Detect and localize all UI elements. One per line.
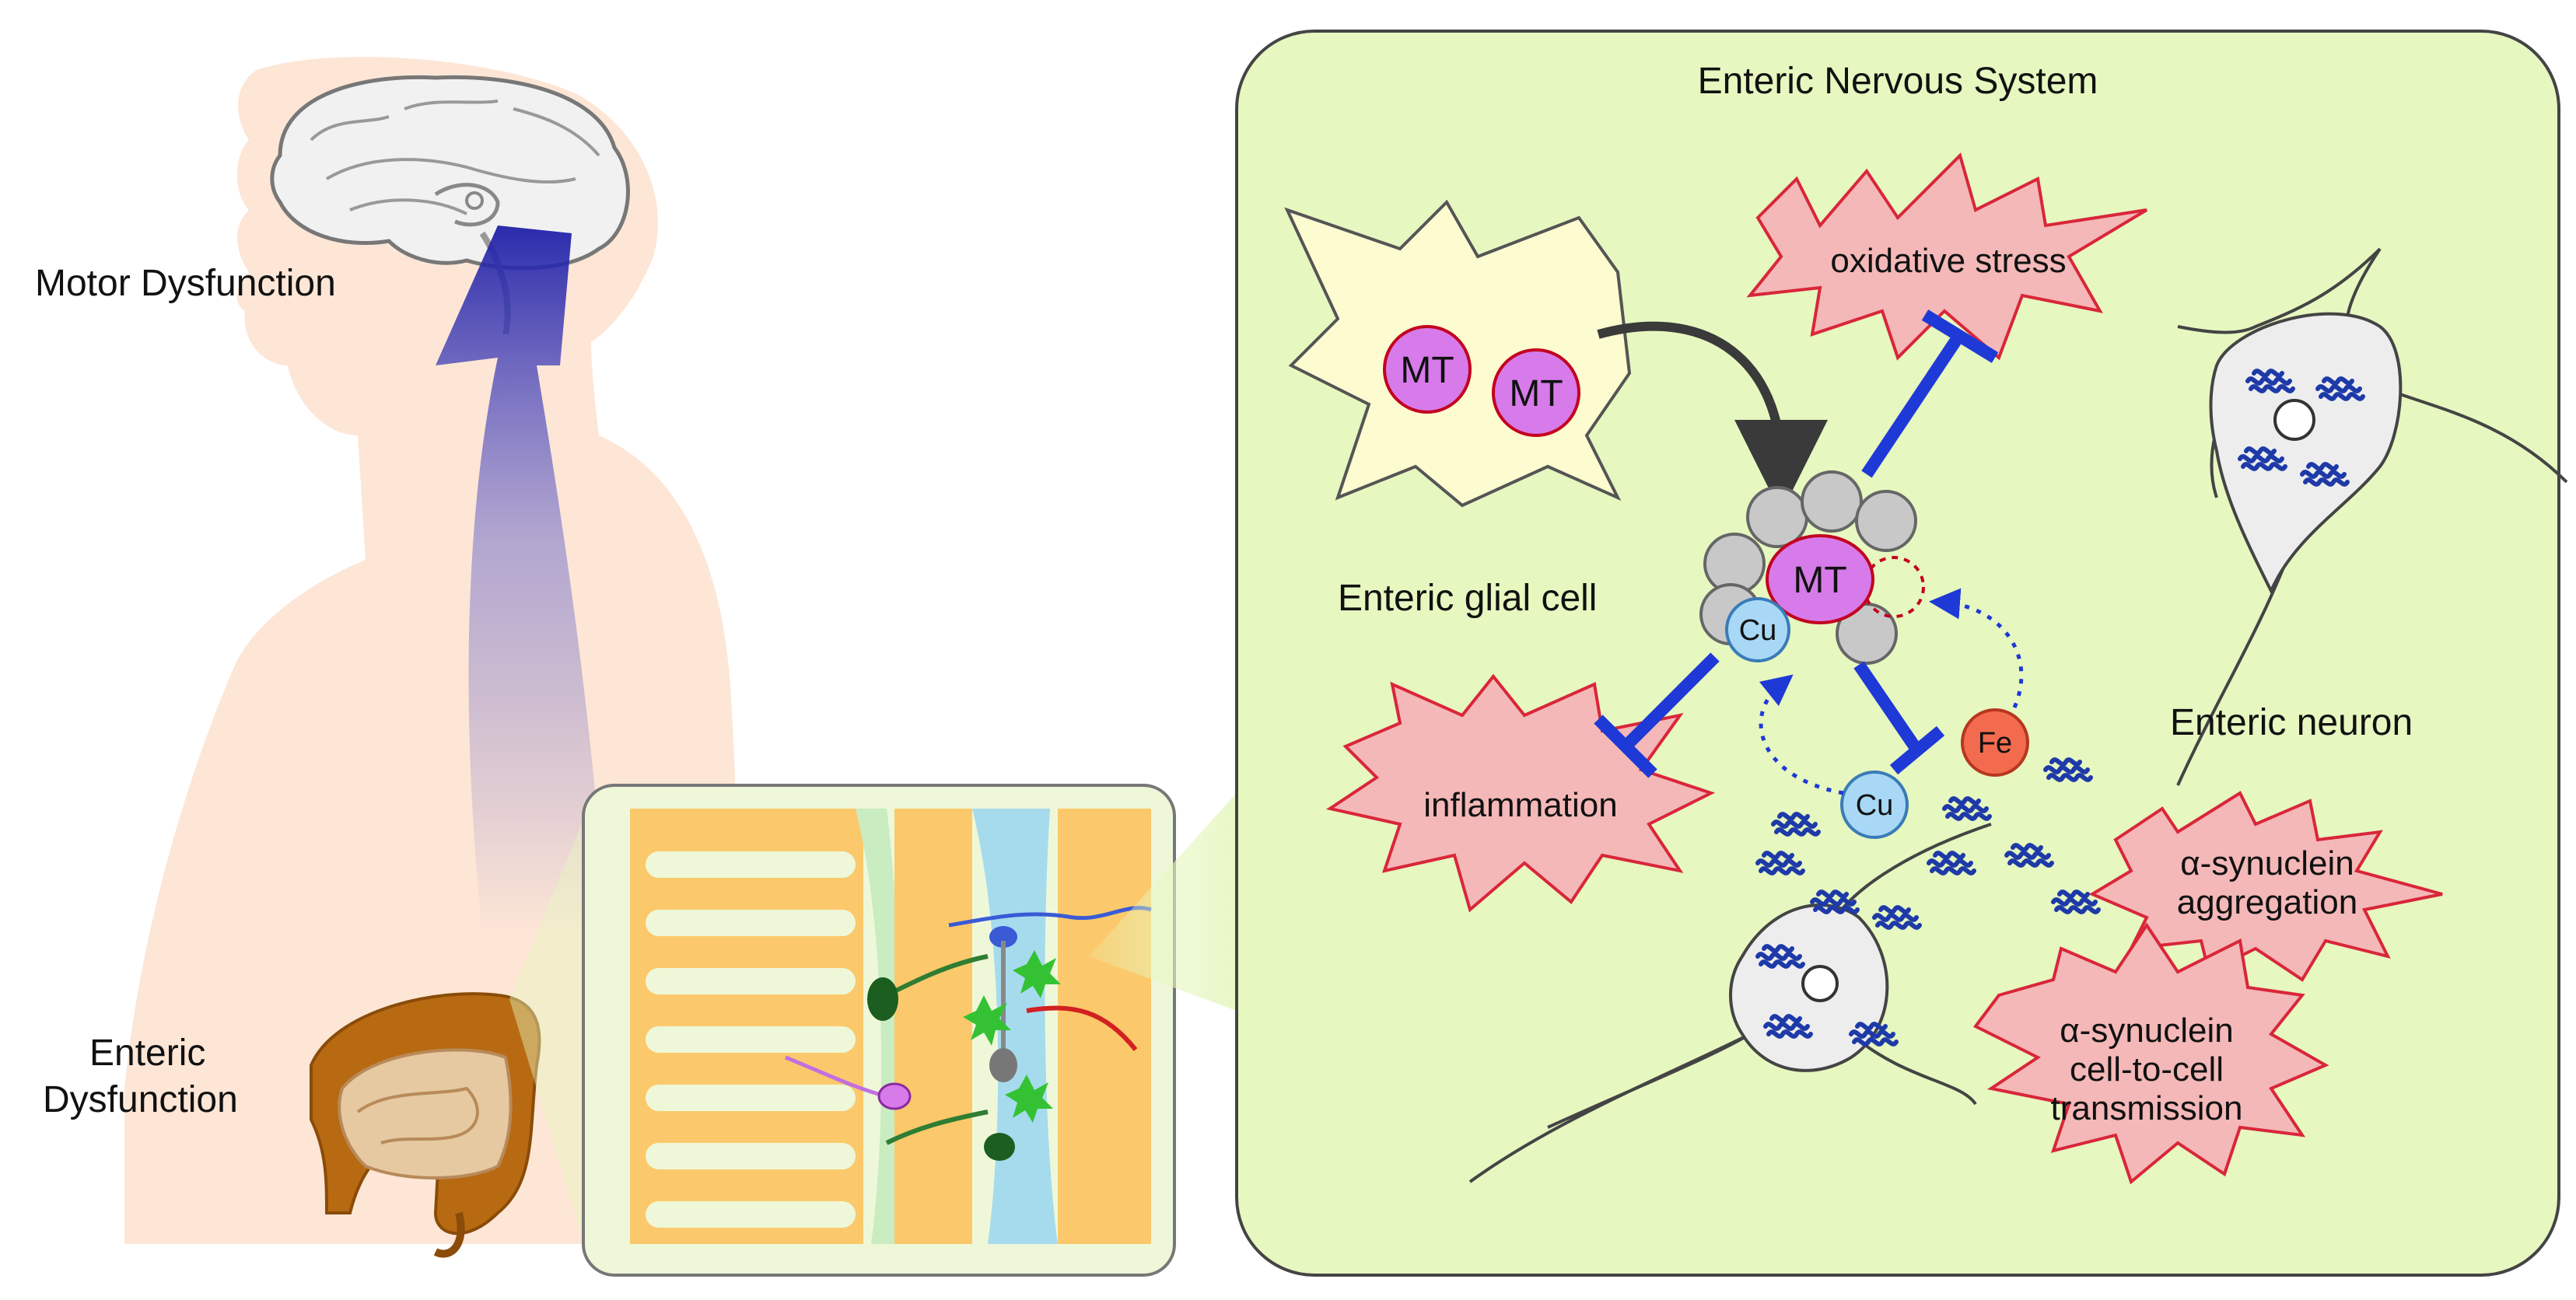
oxidative-stress-burst — [1746, 152, 2148, 361]
inhibit-oxidative-stress — [1861, 309, 1999, 478]
gut-brain-arrow — [436, 225, 607, 933]
syn-aggregation-burst — [2088, 791, 2443, 982]
neuron-icon — [2176, 247, 2568, 786]
ens-title: Enteric Nervous System — [1698, 61, 2098, 102]
free-fe-ion — [1961, 708, 2029, 777]
mt-metal-complex — [1699, 470, 1925, 665]
glial-mt-2: MT — [1509, 373, 1563, 414]
gut-wall-inset — [582, 784, 1176, 1277]
neuron-icon-lower — [1468, 823, 1992, 1183]
zoom-wedge-ens — [1089, 793, 1237, 1011]
syn-aggregation-label-1: α-synuclein — [2180, 844, 2354, 882]
zoom-wedge-colon — [509, 801, 591, 1267]
syn-transmission-burst — [1972, 922, 2329, 1185]
free-cu-ion — [1840, 771, 1909, 839]
fe-recapture-arrow — [1929, 588, 2024, 708]
inflammation-label: inflammation — [1423, 786, 1617, 824]
syn-transmission-label-3: transmission — [2051, 1089, 2243, 1127]
free-cu-label: Cu — [1856, 789, 1894, 822]
complex-mt-label: MT — [1793, 560, 1846, 601]
colon-icon — [310, 992, 541, 1258]
glial-cell-icon — [1284, 199, 1632, 508]
glial-mt-1: MT — [1400, 350, 1454, 391]
enteric-neuron-label: Enteric neuron — [2170, 702, 2413, 743]
syn-aggregation-label-2: aggregation — [2177, 883, 2357, 921]
complex-cu-label: Cu — [1739, 614, 1777, 647]
brain-icon — [270, 75, 630, 335]
glial-cell-label: Enteric glial cell — [1338, 578, 1597, 619]
syn-transmission-label-2: cell-to-cell — [2070, 1050, 2224, 1089]
release-arrow — [1597, 321, 1828, 513]
inhibit-inflammation — [1594, 652, 1720, 778]
motor-dysfunction-label: Motor Dysfunction — [35, 263, 336, 304]
enteric-dysfunction-label-line1: Enteric — [89, 1033, 205, 1074]
free-fe-label: Fe — [1978, 727, 2012, 760]
inhibit-free-metals — [1853, 661, 1945, 775]
oxidative-stress-label: oxidative stress — [1830, 242, 2066, 280]
enteric-dysfunction-label-line2: Dysfunction — [43, 1079, 238, 1120]
syn-transmission-label-1: α-synuclein — [2060, 1012, 2234, 1050]
